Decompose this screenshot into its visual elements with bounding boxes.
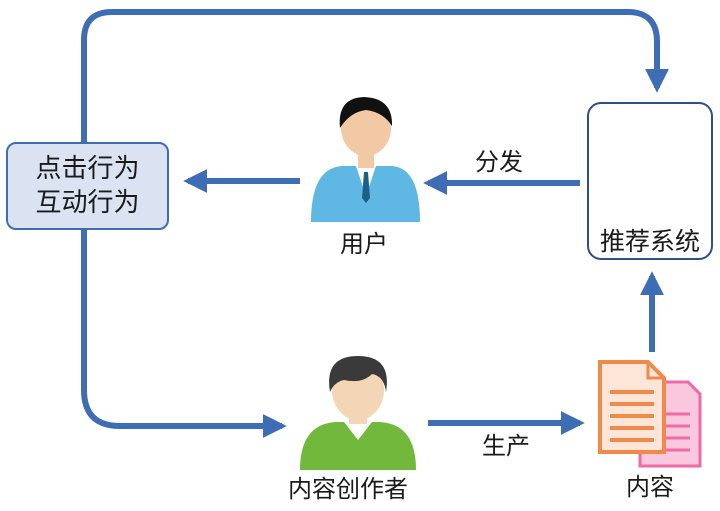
recommender-box: 推荐系统 — [587, 102, 713, 260]
behavior-line-interact: 互动行为 — [35, 188, 140, 218]
behavior-line-click: 点击行为 — [35, 154, 140, 184]
creator-label: 内容创作者 — [288, 475, 408, 503]
arrow-feedback-to-creator — [81, 230, 287, 438]
creator-icon — [300, 356, 416, 470]
user-icon — [311, 97, 420, 222]
user-label: 用户 — [340, 230, 388, 258]
distribute-label: 分发 — [475, 148, 523, 176]
behavior-box: 点击行为 互动行为 — [6, 142, 169, 230]
arrow-feedback-to-recommender — [81, 9, 669, 142]
content-label: 内容 — [626, 473, 674, 501]
document-icon — [598, 360, 702, 468]
recommender-label: 推荐系统 — [599, 227, 700, 256]
produce-label: 生产 — [482, 432, 530, 460]
